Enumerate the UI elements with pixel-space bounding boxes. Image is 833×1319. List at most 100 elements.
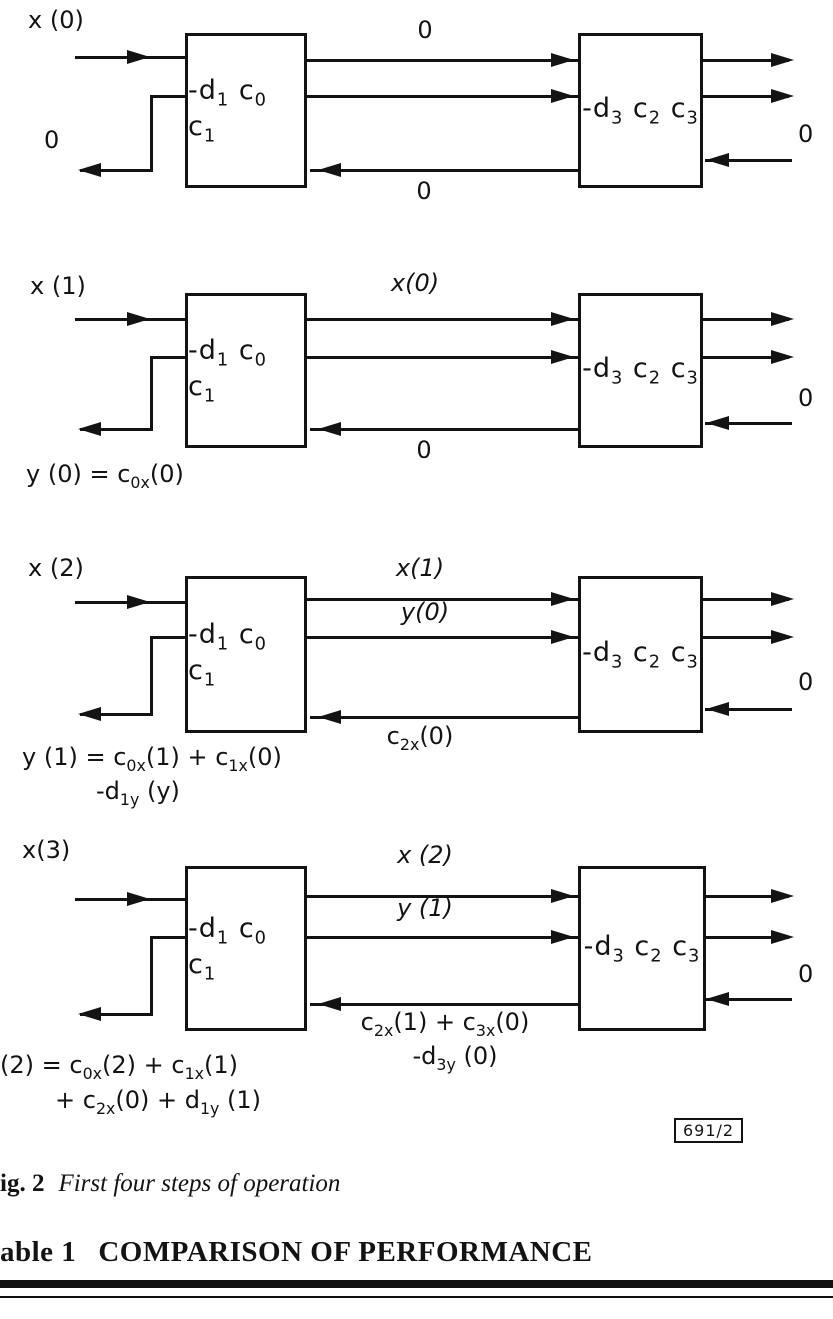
feedback-stub-vertical [150,636,153,716]
arrowhead-right-icon [771,89,794,103]
feedback-stub-horizontal [150,95,187,98]
table-heading: able 1 COMPARISON OF PERFORMANCE [0,1236,593,1269]
figure-caption-text: First four steps of operation [58,1170,341,1197]
block-label: -d1 c0 c1 [188,335,268,406]
mid-line-label: y (1) [397,894,453,922]
block-label: -d1 c0 c1 [188,75,268,146]
arrowhead-right-icon [551,53,574,67]
arrowhead-left-icon [78,163,101,177]
right-output-line-top [701,598,789,601]
arrowhead-right-icon [771,350,794,364]
top-line-label: x(1) [395,554,445,582]
table-rule-thin [0,1296,833,1298]
arrowhead-right-icon [551,89,574,103]
feedback-stub-horizontal [150,356,187,359]
right-input-line [705,998,792,1001]
feedback-line-bottom [310,169,578,172]
arrowhead-right-icon [551,630,574,644]
equation-line-2: + c2x(0) + d1y (1) [55,1086,262,1118]
arrowhead-left-icon [706,153,729,167]
output-line [80,428,152,431]
figure-caption-label: ig. 2 [0,1170,45,1197]
input-label: x (1) [30,272,86,300]
forward-line-mid [307,636,578,639]
arrowhead-right-icon [551,350,574,364]
block-label: -d3 c2 c3 [582,636,699,673]
top-line-label: 0 [417,16,433,44]
right-output-line-top [701,59,789,62]
figure-stamp: 691/2 [674,1118,744,1143]
block-label: -d3 c2 c3 [583,930,701,967]
feedback-stub-horizontal [150,636,187,639]
table-heading-text: COMPARISON OF PERFORMANCE [98,1236,593,1268]
right-input-label: 0 [798,120,814,148]
feedback-stub-horizontal [150,936,187,939]
feedback-line-bottom [310,428,578,431]
arrowhead-left-icon [78,707,101,721]
equation-line-1: y (1) = c0x(1) + c1x(0) [22,743,282,775]
arrowhead-right-icon [551,592,574,606]
block-label: -d3 c2 c3 [582,352,699,389]
arrowhead-left-icon [78,1007,101,1021]
arrowhead-right-icon [127,50,150,64]
arrowhead-right-icon [551,930,574,944]
forward-line-top [307,318,578,321]
feedback-line-bottom [310,1003,578,1006]
right-input-label: 0 [798,960,814,988]
right-output-line-mid [701,356,789,359]
bottom-line-label: 0 [416,436,432,464]
coefficient-block-right: -d3 c2 c3 [578,866,706,1031]
table-heading-label: able 1 [0,1236,77,1268]
forward-line-mid [307,356,578,359]
arrowhead-right-icon [127,312,150,326]
arrowhead-right-icon [551,312,574,326]
arrowhead-left-icon [706,702,729,716]
arrowhead-right-icon [127,892,150,906]
coefficient-block-left: -d1 c0 c1 [185,866,307,1031]
coefficient-block-right: -d3 c2 c3 [578,576,703,733]
top-line-label: x(0) [390,269,440,297]
output-line [80,1013,152,1016]
arrowhead-right-icon [771,630,794,644]
right-input-line [705,422,792,425]
top-line-label: x (2) [397,841,453,869]
arrowhead-right-icon [771,592,794,606]
arrowhead-right-icon [771,312,794,326]
equation-line-1: (2) = c0x(2) + c1x(1) [0,1051,238,1083]
right-input-line [705,159,792,162]
bottom-line-label: c2x(1) + c3x(0) [360,1008,530,1040]
feedback-line-bottom [310,716,578,719]
forward-line-mid [307,95,578,98]
arrowhead-left-icon [318,163,341,177]
equation-line-2: -d1y (y) [96,777,180,809]
bottom-line-label: 0 [416,177,432,205]
output-label: 0 [44,126,60,154]
block-label: -d1 c0 c1 [188,913,268,984]
arrowhead-right-icon [771,930,794,944]
right-output-line-mid [703,936,789,939]
bottom-line-label-2: -d3y (0) [412,1042,498,1074]
arrowhead-left-icon [706,416,729,430]
arrowhead-left-icon [706,992,729,1006]
forward-line-mid [307,936,578,939]
arrowhead-left-icon [318,997,341,1011]
coefficient-block-left: -d1 c0 c1 [185,293,307,448]
right-output-line-top [701,318,789,321]
arrowhead-left-icon [318,710,341,724]
forward-line-top [307,59,578,62]
input-label: x (2) [28,554,84,582]
feedback-stub-vertical [150,356,153,431]
output-line [80,169,152,172]
right-input-label: 0 [798,668,814,696]
coefficient-block-right: -d3 c2 c3 [578,293,703,448]
coefficient-block-left: -d1 c0 c1 [185,576,307,733]
output-line [80,713,152,716]
feedback-stub-vertical [150,936,153,1016]
right-output-line-top [703,895,789,898]
arrowhead-left-icon [78,422,101,436]
coefficient-block-right: -d3 c2 c3 [578,33,703,188]
mid-line-label: y(0) [400,598,450,626]
coefficient-block-left: -d1 c0 c1 [185,33,307,188]
right-output-line-mid [701,636,789,639]
